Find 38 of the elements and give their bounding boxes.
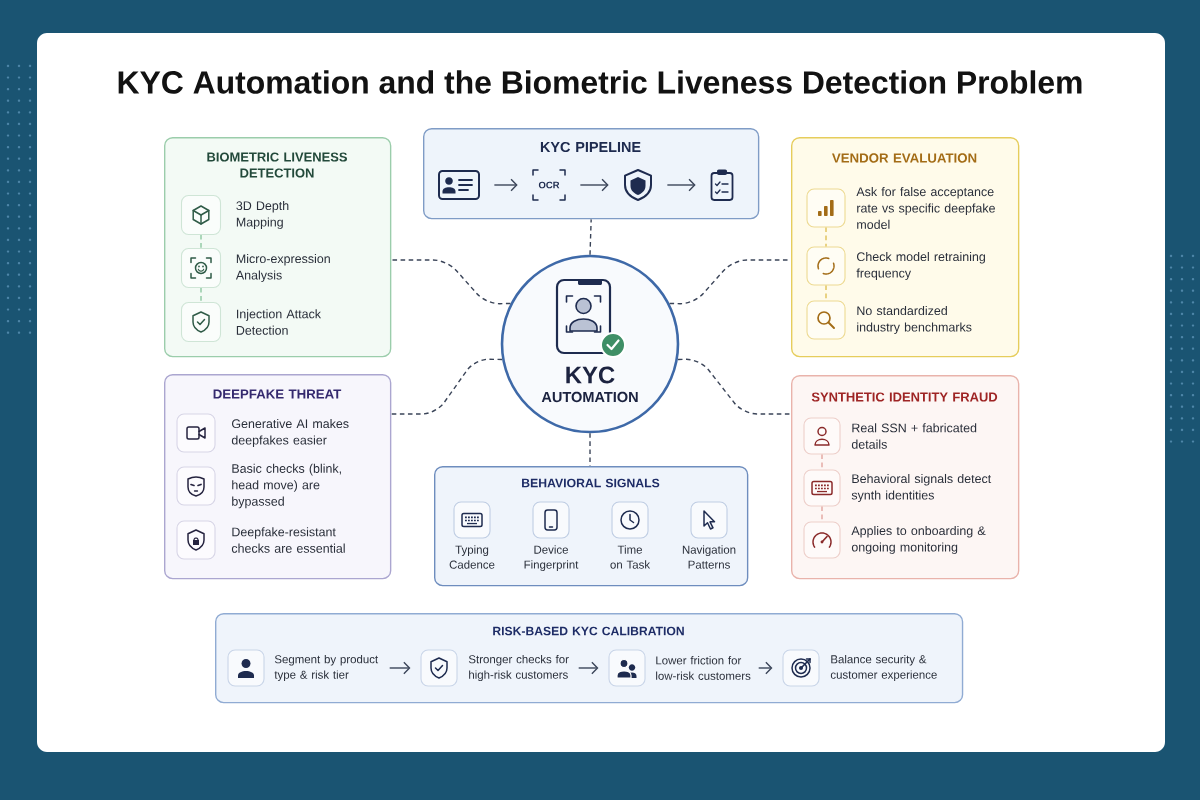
dashed-line: [825, 226, 827, 248]
arrow: [579, 178, 609, 192]
arrow: [493, 178, 518, 192]
item-text: Ask for false acceptance rate vs specific deepfake model: [856, 187, 995, 229]
dashed-line: [200, 287, 202, 303]
dashed-line: [677, 358, 792, 415]
id-card-icon: [438, 170, 480, 200]
signal-label: Time on Task: [610, 545, 651, 569]
item-text: Check model retraining frequency: [856, 251, 985, 280]
arrow: [578, 661, 599, 675]
signal-label: Typing Cadence: [449, 545, 495, 569]
step-text: Stronger checks for high-risk customers: [468, 654, 569, 682]
ocr-scan-frame: OCR: [532, 169, 566, 201]
dashed-line: [589, 218, 592, 256]
item-text: Basic checks (blink, head move) are bypassed: [232, 463, 341, 509]
arrow: [666, 178, 696, 192]
title: KYC Automation and the Biometric Liveness Detection Problem: [118, 70, 1082, 94]
dashed-line: [200, 234, 202, 249]
item-text: No standardized industry benchmarks: [857, 305, 972, 334]
signal-label: Device Fingerprint: [524, 545, 579, 571]
step-text: Balance security & customer experience: [830, 654, 937, 682]
item-text: Deepfake-resistant checks are essential: [231, 527, 345, 553]
item-text: Injection Attack Detection: [236, 309, 322, 335]
step-text: Lower friction for low-risk customers: [656, 656, 751, 680]
item-text: Micro-expression Analysis: [235, 253, 330, 282]
signal-label: Navigation Patterns: [682, 545, 736, 569]
arrow: [758, 661, 773, 675]
step-text: Segment by product type & risk tier: [274, 654, 379, 682]
item-text: 3D Depth Mapping: [236, 200, 289, 229]
dashed-line: [390, 358, 503, 415]
item-text: Real SSN + fabricated details: [851, 423, 977, 449]
shield-icon: [624, 169, 652, 201]
dashed-line: [390, 259, 512, 305]
item-text: Behavioral signals detect synth identities: [851, 473, 992, 502]
item-text: Applies to onboarding & ongoing monitoring: [851, 525, 986, 554]
arrow: [389, 661, 411, 675]
clipboard-icon: [710, 169, 734, 201]
item-text: Generative AI makes deepfakes easier: [231, 418, 349, 447]
